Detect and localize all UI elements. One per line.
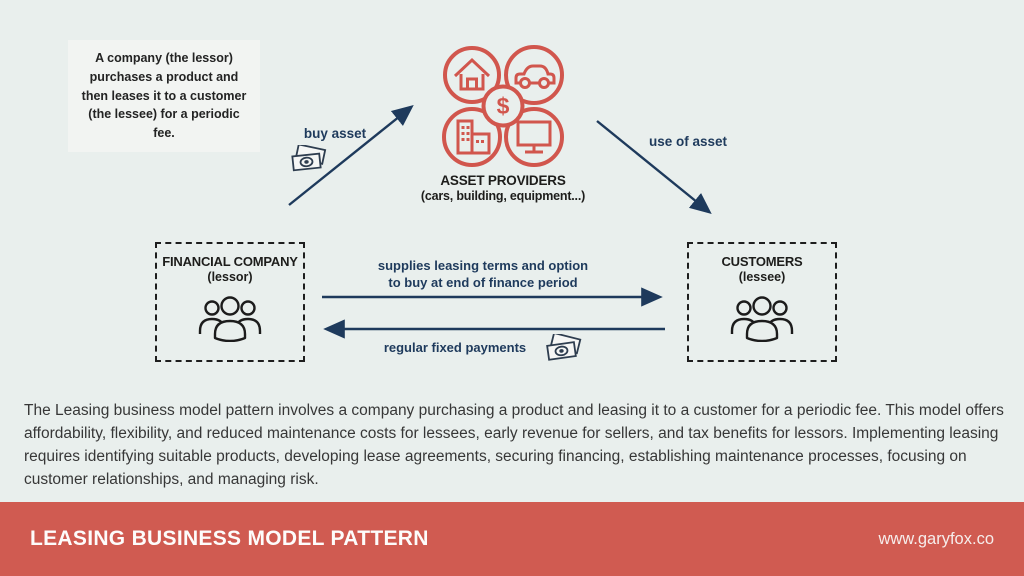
- supplies-terms-line2: to buy at end of finance period: [388, 275, 578, 291]
- dollar-icon: $: [497, 93, 510, 119]
- payments-label: regular fixed payments: [383, 340, 527, 355]
- people-group-icon: [198, 296, 262, 343]
- house-icon: [453, 57, 491, 91]
- building-circle: [442, 107, 502, 167]
- footer-bar: LEASING BUSINESS MODEL PATTERN www.garyf…: [0, 502, 1024, 576]
- slide-title: LEASING BUSINESS MODEL PATTERN: [30, 527, 429, 550]
- computer-icon: [516, 120, 552, 154]
- asset-providers-icons: $: [442, 45, 564, 167]
- use-of-asset-label: use of asset: [648, 134, 728, 149]
- supplies-terms-label: supplies leasing terms and option to buy…: [318, 257, 648, 291]
- financial-company-subtitle: (lessor): [207, 270, 253, 284]
- money-icon: [291, 145, 327, 172]
- lessor-definition-box: A company (the lessor) purchases a produ…: [68, 40, 260, 152]
- money-icon: [546, 334, 582, 361]
- supplies-terms-line1: supplies leasing terms and option: [377, 258, 589, 273]
- pattern-description: The Leasing business model pattern invol…: [24, 402, 1004, 488]
- buy-asset-label: buy asset: [303, 126, 367, 141]
- building-icon: [456, 119, 491, 155]
- dollar-circle: [481, 84, 525, 128]
- asset-providers-label: ASSET PROVIDERS (cars, building, equipme…: [383, 173, 623, 204]
- people-group-icon: [730, 296, 794, 343]
- asset-providers-subtitle: (cars, building, equipment...): [420, 188, 586, 203]
- house-circle: [443, 46, 501, 104]
- financial-company-box: FINANCIAL COMPANY (lessor): [155, 242, 305, 362]
- customers-box: CUSTOMERS (lessee): [687, 242, 837, 362]
- car-circle: [504, 45, 564, 105]
- customers-title: CUSTOMERS: [721, 254, 803, 269]
- asset-providers-title: ASSET PROVIDERS: [440, 173, 566, 188]
- lessor-definition-text: A company (the lessor) purchases a produ…: [81, 51, 247, 140]
- car-icon: [514, 64, 556, 89]
- financial-company-title: FINANCIAL COMPANY: [162, 254, 298, 269]
- customers-subtitle: (lessee): [738, 270, 786, 284]
- asset-providers-cluster: $: [428, 33, 578, 186]
- computer-circle: [504, 107, 564, 167]
- website-url: www.garyfox.co: [878, 529, 994, 548]
